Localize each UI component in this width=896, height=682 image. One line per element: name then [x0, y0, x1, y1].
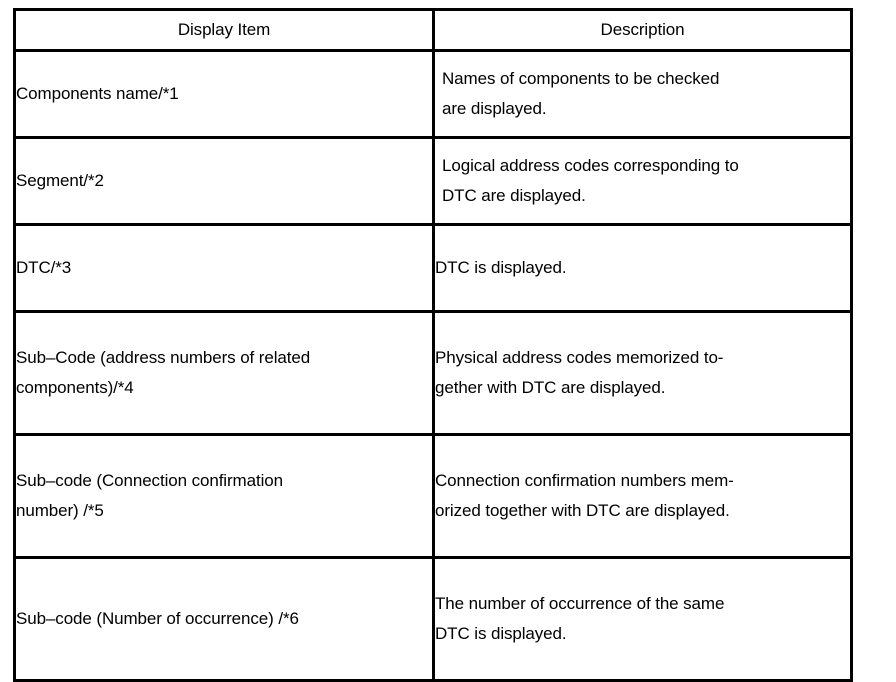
column-header-display-item-label: Display Item [177, 20, 271, 39]
cell-description-text: Logical address codes corresponding to D… [435, 151, 850, 211]
cell-display-item-text: Sub–code (Number of occurrence) /*6 [16, 581, 432, 656]
text-line: Sub–Code (address numbers of related [16, 348, 311, 367]
cell-display-item-text: DTC/*3 [16, 230, 432, 305]
table-row: Sub–code (Connection confirmation number… [13, 433, 853, 559]
text-line: Physical address codes memorized to- [435, 348, 724, 367]
cell-description-text: Physical address codes memorized to- get… [435, 318, 850, 427]
page-root: Display Item Description Components name… [13, 8, 853, 682]
display-item-description-table: Display Item Description Components name… [13, 8, 853, 682]
text-line: Sub–code (Number of occurrence) /*6 [16, 609, 299, 628]
text-line: orized together with DTC are displayed. [435, 501, 730, 520]
cell-description-text: DTC is displayed. [435, 230, 850, 305]
cell-display-item: Sub–code (Number of occurrence) /*6 [13, 556, 435, 682]
cell-display-item-text: Sub–code (Connection confirmation number… [16, 441, 432, 550]
text-line: DTC is displayed. [435, 258, 567, 277]
table-row: DTC/*3 DTC is displayed. [13, 223, 853, 313]
cell-display-item: Components name/*1 [13, 49, 435, 139]
cell-display-item: Sub–code (Connection confirmation number… [13, 433, 435, 559]
column-header-description: Description [432, 8, 853, 52]
table-header-row: Display Item Description [13, 8, 853, 52]
cell-description-text: Connection confirmation numbers mem- ori… [435, 441, 850, 550]
cell-description: Connection confirmation numbers mem- ori… [432, 433, 853, 559]
cell-description: The number of occurrence of the same DTC… [432, 556, 853, 682]
table-body: Components name/*1 Names of components t… [13, 49, 853, 682]
cell-display-item-text: Segment/*2 [16, 143, 432, 218]
text-line: DTC is displayed. [435, 624, 567, 643]
cell-description-text: Names of components to be checked are di… [435, 64, 850, 124]
cell-display-item-text: Sub–Code (address numbers of related com… [16, 318, 432, 427]
cell-display-item: Segment/*2 [13, 136, 435, 226]
text-line: components)/*4 [16, 378, 134, 397]
table-row: Sub–Code (address numbers of related com… [13, 310, 853, 436]
table-row: Sub–code (Number of occurrence) /*6 The … [13, 556, 853, 682]
cell-description: DTC is displayed. [432, 223, 853, 313]
text-line: are displayed. [442, 99, 547, 118]
cell-display-item: DTC/*3 [13, 223, 435, 313]
text-line: Segment/*2 [16, 171, 104, 190]
column-header-description-label: Description [600, 20, 685, 39]
cell-description: Names of components to be checked are di… [432, 49, 853, 139]
cell-display-item: Sub–Code (address numbers of related com… [13, 310, 435, 436]
table-header: Display Item Description [13, 8, 853, 52]
cell-description: Physical address codes memorized to- get… [432, 310, 853, 436]
text-line: Sub–code (Connection confirmation [16, 471, 283, 490]
text-line: number) /*5 [16, 501, 104, 520]
cell-description: Logical address codes corresponding to D… [432, 136, 853, 226]
text-line: Names of components to be checked [442, 69, 720, 88]
text-line: Logical address codes corresponding to [442, 156, 739, 175]
text-line: gether with DTC are displayed. [435, 378, 666, 397]
column-header-display-item: Display Item [13, 8, 435, 52]
cell-description-text: The number of occurrence of the same DTC… [435, 564, 850, 673]
text-line: DTC/*3 [16, 258, 72, 277]
text-line: Components name/*1 [16, 84, 179, 103]
spec-table-container: Display Item Description Components name… [13, 8, 853, 682]
text-line: DTC are displayed. [442, 186, 586, 205]
cell-display-item-text: Components name/*1 [16, 56, 432, 131]
text-line: The number of occurrence of the same [435, 594, 725, 613]
table-row: Segment/*2 Logical address codes corresp… [13, 136, 853, 226]
text-line: Connection confirmation numbers mem- [435, 471, 734, 490]
table-row: Components name/*1 Names of components t… [13, 49, 853, 139]
